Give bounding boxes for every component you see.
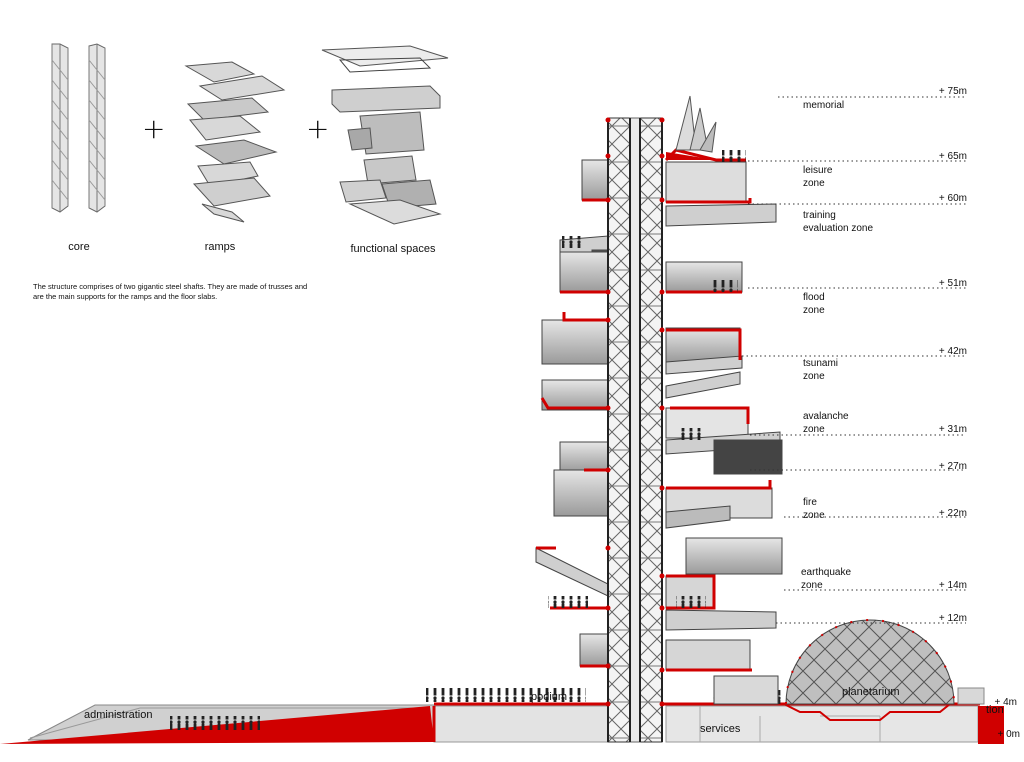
elevation-75: + 75m <box>938 86 967 97</box>
elevation-22: + 22m <box>938 508 967 519</box>
label-podium: podium <box>531 691 568 703</box>
caption-functional-spaces: functional spaces <box>350 243 436 255</box>
elevation-0: + 0m <box>997 729 1020 740</box>
structure-description: The structure comprises of two gigantic … <box>33 282 308 301</box>
truss-nodes <box>605 117 665 707</box>
memorial-peaks <box>666 95 717 160</box>
red-floor-slabs <box>536 148 772 672</box>
core-axonometric <box>51 43 106 213</box>
ramps-axonometric <box>184 61 286 223</box>
elevation-65: + 65m <box>938 151 967 162</box>
level-lines <box>742 96 966 624</box>
elevation-51: + 51m <box>938 278 967 289</box>
elevation-14: + 14m <box>938 580 967 591</box>
annex-block <box>957 687 985 705</box>
elevation-27: + 27m <box>938 461 967 472</box>
crowd-podium <box>426 688 586 702</box>
zone-memorial: memorial <box>803 100 845 111</box>
truss-core <box>607 117 663 743</box>
elevation-42: + 42m <box>938 346 967 357</box>
floor-crowds <box>548 150 746 608</box>
caption-ramps: ramps <box>204 241 236 253</box>
elevation-12: + 12m <box>938 613 967 624</box>
caption-core: core <box>68 241 90 253</box>
label-planetarium: planetarium <box>842 686 900 698</box>
elevation-60: + 60m <box>938 193 967 204</box>
label-exhibition-fragment: tion <box>986 704 1004 716</box>
elevation-31: + 31m <box>938 424 967 435</box>
label-services: services <box>700 723 741 735</box>
plus-sign-2: + <box>306 112 330 145</box>
elevation-4: + 4m <box>994 697 1017 708</box>
planetarium-dome <box>785 619 955 705</box>
label-administration: administration <box>84 709 153 721</box>
crowd-administration <box>170 716 260 730</box>
functional-spaces-axonometric <box>321 45 449 225</box>
plus-sign-1: + <box>142 112 166 145</box>
